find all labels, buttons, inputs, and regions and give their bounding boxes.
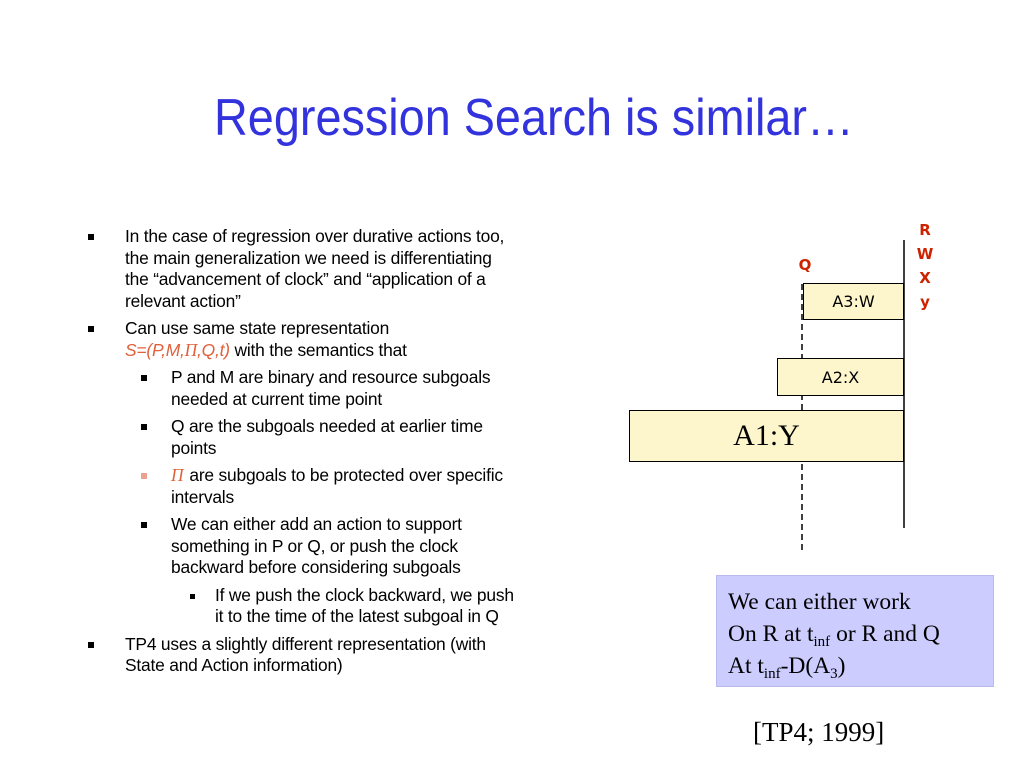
pi-symbol: Π (184, 339, 198, 360)
square-bullet-icon (88, 641, 94, 648)
action-a3-box: A3:W (803, 283, 904, 320)
square-bullet-icon (88, 234, 94, 240)
bullet-item: In the case of regression over durative … (88, 226, 518, 312)
bullet-list: In the case of regression over durative … (88, 226, 518, 683)
note-text: At t (728, 653, 764, 679)
subgoal-label-w: W (916, 245, 934, 263)
subgoal-labels: R W X y (915, 218, 935, 314)
q-label: Q (798, 256, 812, 274)
square-bullet-icon (141, 522, 147, 528)
pi-symbol: Π (171, 465, 184, 485)
square-bullet-icon (141, 424, 147, 430)
sub-bullet-item: We can either add an action to support s… (88, 514, 518, 579)
bullet-text: We can either add an action to support s… (171, 514, 462, 577)
bullet-intro: Can use same state representation (125, 318, 390, 338)
square-bullet-icon (88, 326, 94, 332)
sub-bullet-item: P and M are binary and resource subgoals… (88, 367, 518, 410)
bullet-item: TP4 uses a slightly different representa… (88, 634, 518, 677)
square-bullet-icon (141, 473, 147, 479)
slide-title: Regression Search is similar… (214, 89, 854, 147)
note-text: -D(A (780, 653, 831, 679)
note-line: We can either work (728, 589, 911, 615)
sub-sub-bullet-item: If we push the clock backward, we push i… (88, 585, 518, 628)
subscript: inf (813, 634, 831, 650)
formula-part: S=(P,M, (125, 339, 185, 360)
note-text: On R at t (728, 621, 814, 647)
bullet-text: In the case of regression over durative … (125, 226, 505, 311)
action-label: A3:W (832, 292, 875, 311)
bullet-text: TP4 uses a slightly different representa… (125, 633, 486, 676)
subgoal-label-r: R (919, 221, 931, 239)
bullet-text: P and M are binary and resource subgoals… (171, 367, 491, 409)
note-line: On R at tinf or R and Q (728, 618, 993, 650)
note-line: At tinf-D(A3) (728, 650, 993, 682)
bullet-text-rest: are subgoals to be protected over specif… (171, 465, 503, 507)
state-formula: S=(P,M,Π,Q,t) (125, 340, 230, 360)
subgoal-label-y: y (920, 293, 930, 311)
note-text: or R and Q (830, 621, 940, 647)
formula-semantics: with the semantics that (229, 339, 407, 360)
action-label: A2:X (821, 367, 860, 387)
bullet-text: Q are the subgoals needed at earlier tim… (171, 416, 483, 458)
subgoal-label-x: X (919, 269, 931, 287)
formula-part: ,Q,t) (197, 339, 230, 360)
action-label: A1:Y (733, 419, 800, 452)
square-bullet-icon (141, 375, 147, 381)
action-a1-box: A1:Y (629, 410, 904, 462)
action-a2-box: A2:X (777, 358, 904, 396)
sub-bullet-item: Q are the subgoals needed at earlier tim… (88, 416, 518, 459)
note-text: ) (837, 653, 846, 679)
subscript: inf (763, 666, 781, 682)
bullet-text: If we push the clock backward, we push i… (215, 584, 514, 627)
subscript: 3 (830, 666, 838, 682)
note-box: We can either work On R at tinf or R and… (716, 575, 994, 687)
square-bullet-icon (190, 593, 195, 599)
citation: [TP4; 1999] (753, 717, 885, 747)
